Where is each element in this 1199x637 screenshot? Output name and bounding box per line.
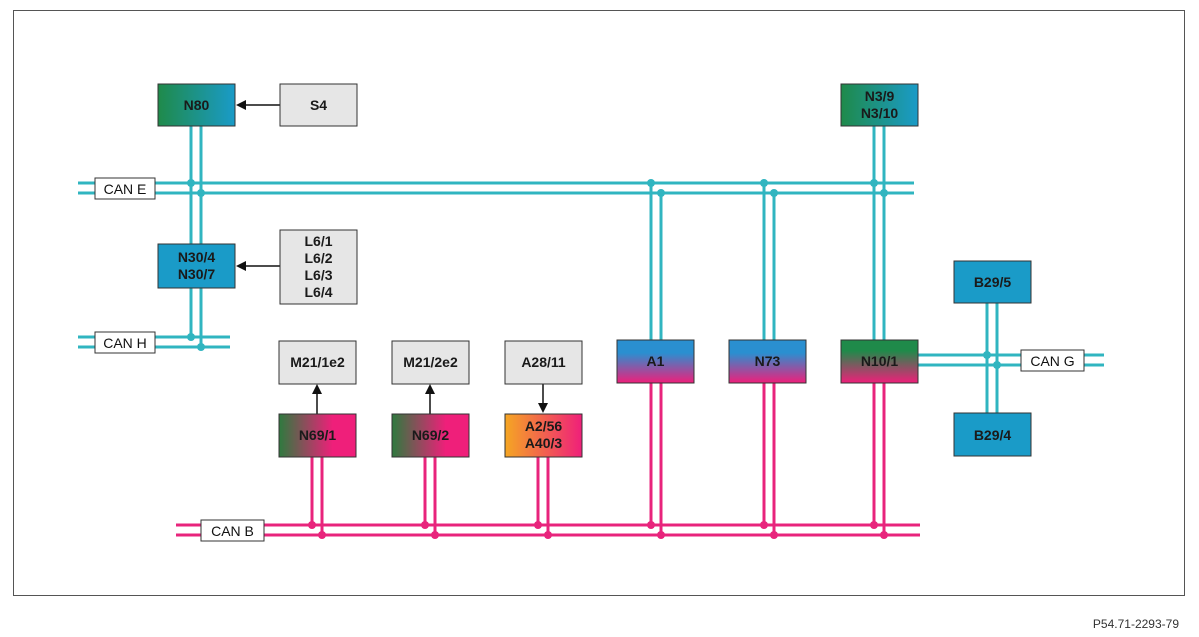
- bus-label-can-e: CAN E: [94, 177, 156, 200]
- module-n80: N80: [157, 83, 236, 127]
- diagram-frame: [13, 10, 1185, 596]
- module-m21-1: M21/1e2: [278, 340, 357, 385]
- module-l6-label-3: L6/3: [304, 267, 332, 283]
- module-l6-label-1: L6/1: [304, 233, 332, 249]
- module-s4-label: S4: [310, 97, 327, 113]
- bus-label-can-h: CAN H: [94, 331, 156, 354]
- magenta-junctions: [308, 521, 888, 539]
- arrows: [236, 100, 548, 414]
- module-n3-label-2: N3/10: [861, 105, 899, 121]
- module-b29-5: B29/5: [953, 260, 1032, 304]
- module-n69-2: N69/2: [391, 413, 470, 458]
- module-n69-1-label: N69/1: [299, 427, 337, 443]
- bus-label-can-h-text: CAN H: [103, 335, 147, 351]
- bus-label-can-b-text: CAN B: [211, 523, 254, 539]
- teal-drops: [189, 126, 999, 413]
- module-n3-label-1: N3/9: [865, 88, 895, 104]
- module-a28: A28/11: [504, 340, 583, 385]
- module-n73-label: N73: [755, 353, 781, 369]
- module-n3: N3/9 N3/10: [840, 83, 919, 127]
- module-a1-label: A1: [647, 353, 665, 369]
- module-b29-5-label: B29/5: [974, 274, 1012, 290]
- module-m21-1-label: M21/1e2: [290, 354, 345, 370]
- module-m21-2-label: M21/2e2: [403, 354, 458, 370]
- module-n30-label-1: N30/4: [178, 249, 216, 265]
- module-a2-label-1: A2/56: [525, 418, 563, 434]
- module-n69-1: N69/1: [278, 413, 357, 458]
- teal-junctions: [187, 179, 1001, 369]
- figure-reference: P54.71-2293-79: [1092, 617, 1179, 631]
- module-b29-4-label: B29/4: [974, 427, 1012, 443]
- module-a1: A1: [616, 339, 695, 384]
- module-a2: A2/56 A40/3: [504, 413, 583, 458]
- bus-label-can-g: CAN G: [1020, 349, 1085, 372]
- bus-label-can-g-text: CAN G: [1030, 353, 1074, 369]
- module-s4: S4: [279, 83, 358, 127]
- module-n30-label-2: N30/7: [178, 266, 216, 282]
- module-n73: N73: [728, 339, 807, 384]
- module-l6-label-4: L6/4: [304, 284, 332, 300]
- module-m21-2: M21/2e2: [391, 340, 470, 385]
- bus-label-can-b: CAN B: [200, 519, 265, 542]
- module-b29-4: B29/4: [953, 412, 1032, 457]
- module-l6: L6/1 L6/2 L6/3 L6/4: [279, 229, 358, 305]
- module-n30: N30/4 N30/7: [157, 243, 236, 289]
- magenta-drops: [310, 383, 886, 535]
- bus-label-can-e-text: CAN E: [104, 181, 147, 197]
- module-a2-label-2: A40/3: [525, 435, 563, 451]
- module-n80-label: N80: [184, 97, 210, 113]
- module-n10: N10/1: [840, 339, 919, 384]
- module-a28-label: A28/11: [521, 354, 566, 370]
- module-n10-label: N10/1: [861, 353, 899, 369]
- module-n69-2-label: N69/2: [412, 427, 450, 443]
- module-l6-label-2: L6/2: [304, 250, 332, 266]
